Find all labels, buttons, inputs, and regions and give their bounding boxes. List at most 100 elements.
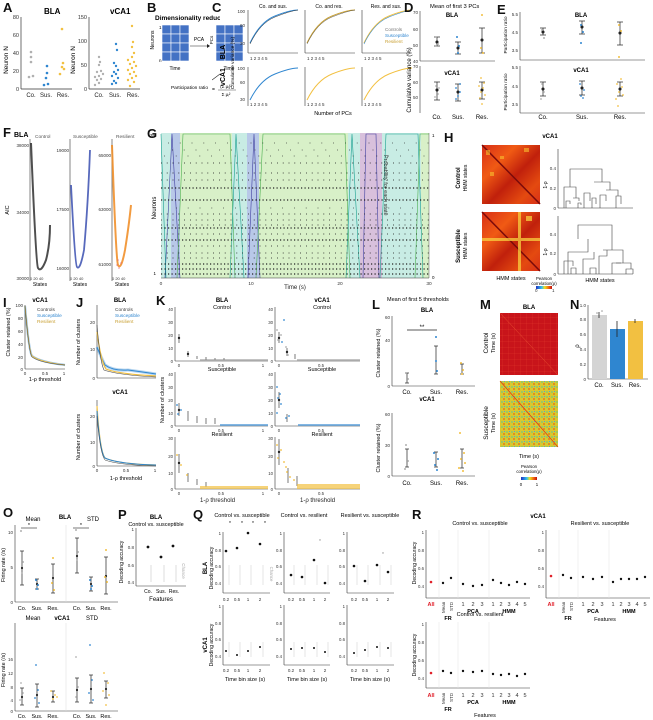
svg-text:Control: Control [483,332,490,354]
svg-text:0: 0 [10,600,13,605]
panel-label-d: D [404,0,414,15]
svg-text:1: 1 [219,604,222,609]
participation-ratio-label: Participation ratio [171,85,208,91]
svg-text:0.5: 0.5 [123,468,130,473]
svg-text:PCA: PCA [194,37,205,43]
svg-text:Firing rate (/s): Firing rate (/s) [1,653,7,687]
svg-text:0.6: 0.6 [339,564,346,569]
svg-text:Susceptible: Susceptible [37,313,62,319]
svg-text:Res.: Res. [614,115,627,120]
svg-text:1: 1 [262,491,265,496]
svg-text:2: 2 [591,602,594,608]
svg-text:5: 5 [10,565,13,570]
svg-text:Res.: Res. [57,93,70,99]
svg-text:FR: FR [444,616,451,622]
svg-text:10: 10 [168,411,173,416]
svg-text:0.2: 0.2 [550,251,557,256]
svg-text:0: 0 [171,359,174,364]
svg-text:1 2 3 4 5: 1 2 3 4 5 [364,102,382,107]
svg-text:60: 60 [240,23,246,28]
svg-text:0.5: 0.5 [362,668,369,673]
svg-text:0: 0 [553,206,556,211]
svg-text:Sus.: Sus. [31,714,42,720]
svg-text:Susceptible: Susceptible [483,406,490,440]
svg-text:vCA1: vCA1 [530,514,546,520]
svg-text:0.2: 0.2 [550,186,557,191]
svg-text:1: 1 [154,468,157,473]
svg-text:Resilient: Resilient [116,134,135,140]
svg-text:0: 0 [583,377,586,382]
svg-text:Co.: Co. [26,93,36,99]
svg-text:60: 60 [413,80,419,85]
svg-text:2: 2 [499,693,502,699]
svg-text:30: 30 [268,385,273,390]
svg-text:*: * [28,523,31,529]
svg-text:Co.: Co. [402,481,412,487]
svg-text:Sus.: Sus. [611,383,623,388]
svg-text:Resilient: Resilient [115,319,134,325]
svg-text:STD: STD [87,517,100,523]
svg-text:*: * [252,521,254,527]
svg-text:1: 1 [219,531,222,536]
svg-text:4.5: 4.5 [512,84,519,89]
svg-text:20: 20 [90,320,96,325]
svg-text:vCA1: vCA1 [203,637,209,653]
svg-text:60: 60 [385,412,391,417]
svg-text:Number of clusters: Number of clusters [160,377,166,423]
svg-text:vCA1: vCA1 [54,616,70,622]
svg-text:0.5: 0.5 [318,491,325,496]
svg-text:0.4: 0.4 [580,347,587,352]
svg-text:ρ: ρ [575,344,581,348]
svg-text:0.4: 0.4 [418,584,425,589]
svg-text:1: 1 [422,622,425,627]
svg-text:Res.: Res. [456,481,469,487]
svg-text:3: 3 [507,693,510,699]
svg-text:Susceptible: Susceptible [208,367,236,373]
svg-text:0.4: 0.4 [418,676,425,681]
svg-text:HMM states: HMM states [463,164,469,191]
svg-text:0.6: 0.6 [215,637,222,642]
svg-text:Sus.: Sus. [576,115,588,120]
svg-text:Decoding accuracy: Decoding accuracy [209,546,215,589]
svg-text:30000: 30000 [16,276,29,281]
svg-text:BLA: BLA [44,7,61,16]
svg-text:Neurons: Neurons [152,197,158,220]
svg-text:Number of clusters: Number of clusters [76,414,82,460]
svg-text:correlation(ρ): correlation(ρ) [516,469,542,474]
svg-text:80: 80 [13,15,19,21]
svg-text:0: 0 [178,428,181,433]
svg-text:vCA1: vCA1 [314,298,330,304]
svg-text:Resilient: Resilient [385,39,403,44]
svg-text:0.6: 0.6 [580,332,587,337]
svg-text:1: 1 [63,371,66,376]
svg-text:3.5: 3.5 [512,48,519,53]
svg-text:5.5: 5.5 [512,12,519,17]
panel-j-chart: BLA vCA1 Number of clusters Number of cl… [76,298,157,482]
panel-e-chart: BLA vCA1 Participation ratio Participati… [503,12,645,120]
svg-text:1: 1 [343,531,346,536]
panel-k-chart: BLA Control vCA1 Control Susceptible Sus… [160,298,360,496]
svg-text:0.5: 0.5 [234,597,241,602]
svg-text:1: 1 [376,597,379,602]
svg-text:0.5: 0.5 [218,491,225,496]
svg-text:1: 1 [131,527,134,532]
svg-text:2: 2 [471,693,474,699]
panel-label-b: B [147,0,157,15]
svg-text:20: 20 [18,355,24,360]
svg-text:0.5: 0.5 [218,363,225,368]
svg-text:Susceptible: Susceptible [73,134,98,140]
svg-text:Co.: Co. [402,390,412,396]
svg-text:Controls: Controls [37,307,55,313]
svg-text:0: 0 [24,371,27,376]
svg-text:BLA: BLA [203,561,209,574]
svg-text:Mean: Mean [561,601,566,613]
svg-text:Res.: Res. [47,606,59,612]
svg-text:Time bin size (s): Time bin size (s) [287,677,327,683]
svg-text:60: 60 [240,80,246,85]
panel-h-chart: vCA1 Control HMM states Susceptible HMM … [456,134,634,289]
svg-text:BLA: BLA [421,308,434,314]
svg-text:Co.: Co. [73,714,82,720]
svg-text:All: All [427,602,435,608]
svg-text:4: 4 [10,698,13,703]
